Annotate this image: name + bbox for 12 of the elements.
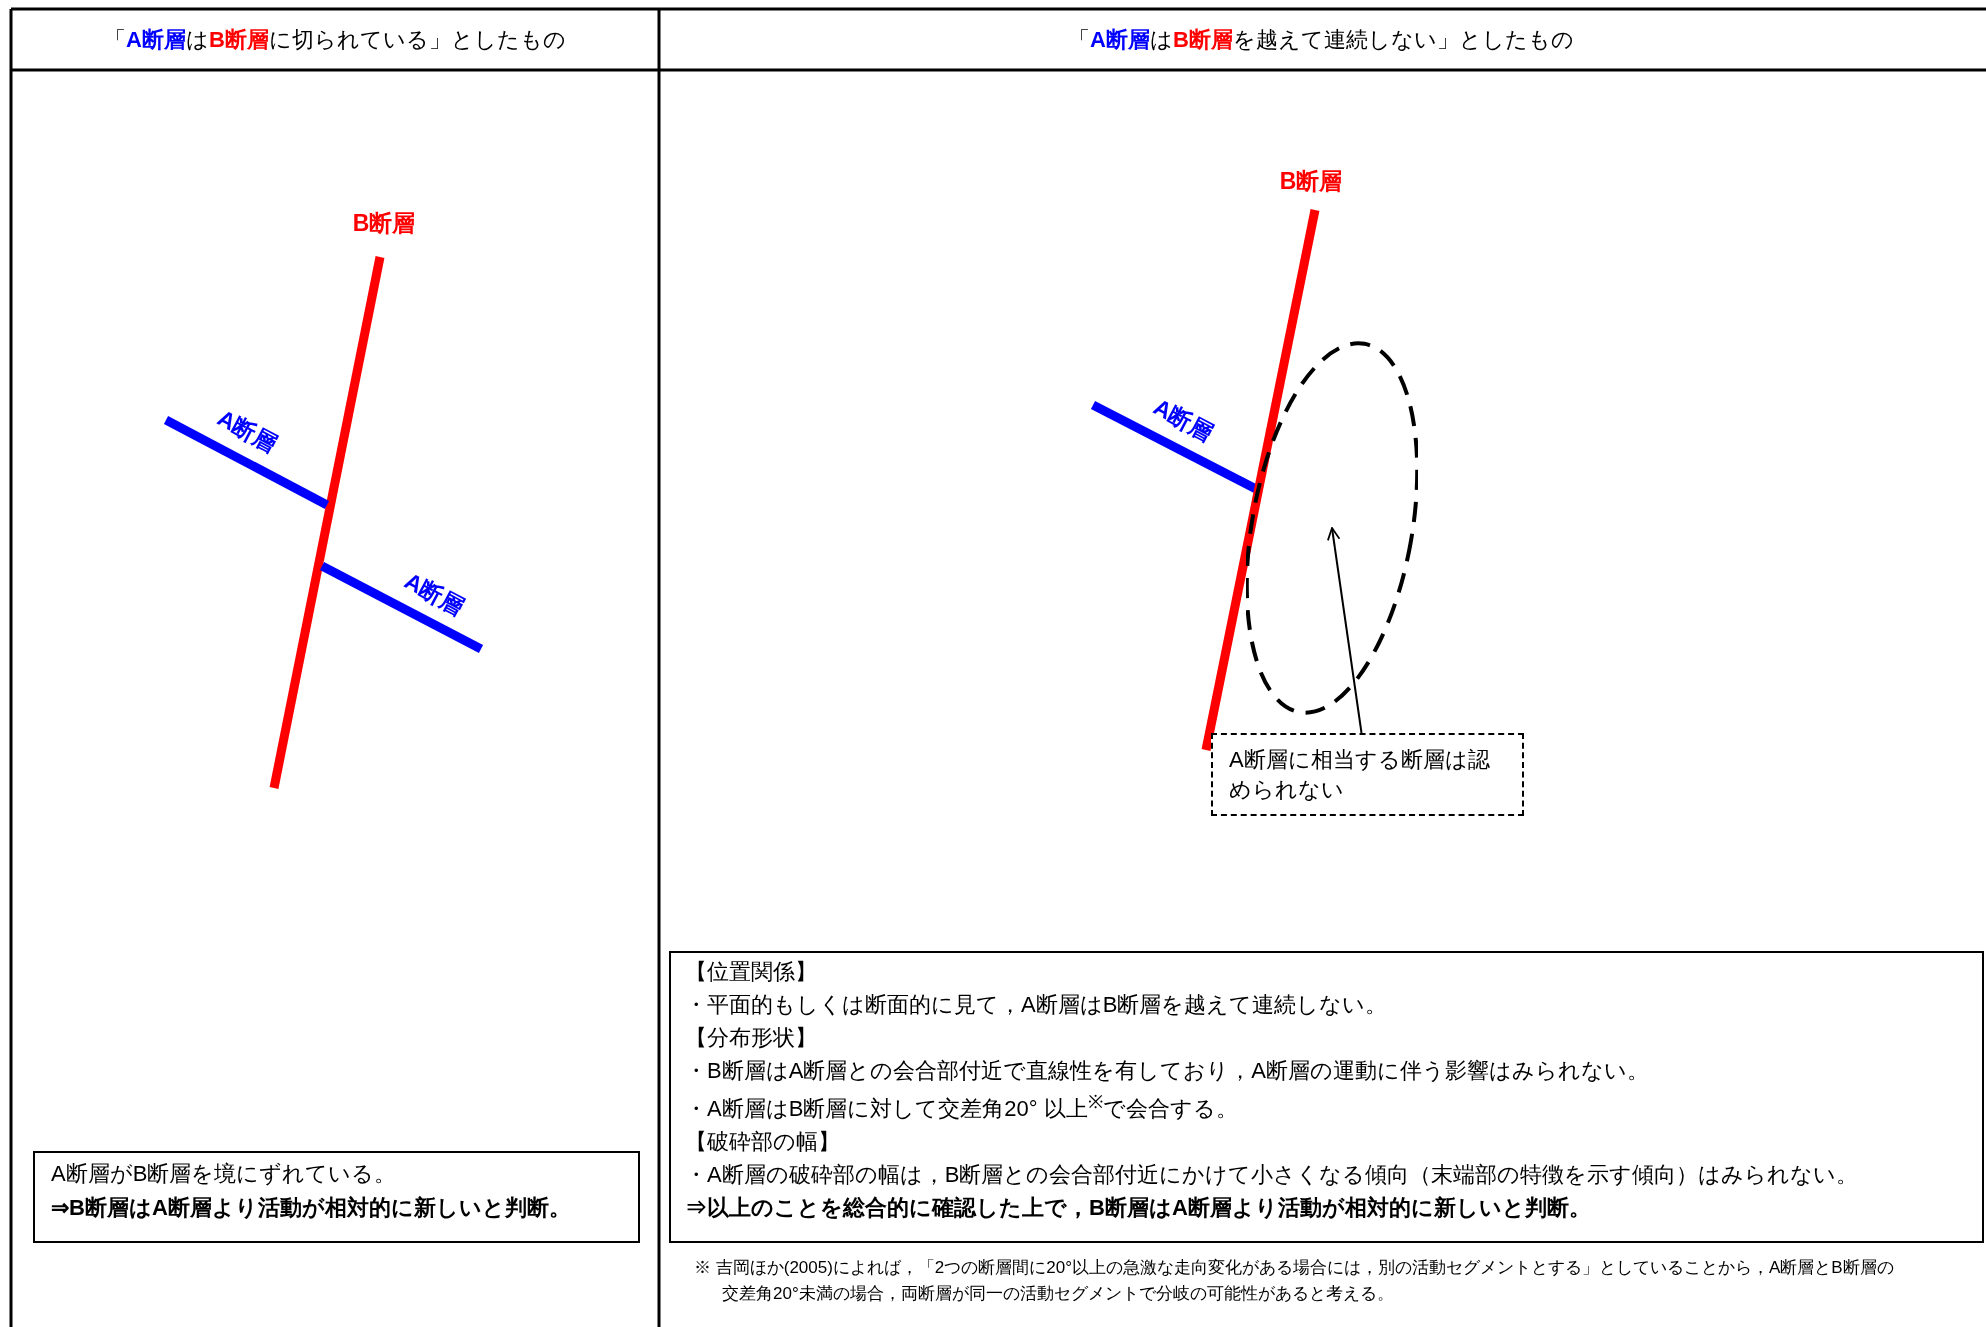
fault-label: A断層 xyxy=(1148,392,1218,448)
fault-label: A断層 xyxy=(399,566,469,622)
footnote: ※ 吉岡ほか(2005)によれば，「2つの断層間に20°以上の急激な走向変化がある場合には，別の活動セグメントとする」としていることから，A断層とB断層の交差角20°未満の場合，両断層が同一の活動セグメントで分岐の可能性があると考える。 xyxy=(694,1257,1894,1305)
explanation-box: 【位置関係】 ・平面的もしくは断面的に見て，A断層はB断層を越えて連続しない。 【分布形状】 ・B断層はA断層との会合部付近で直線性を有しており，A断層の運動に伴う影響はみられない。 ・A断層はB断層に対して交差角20° 以上$^{※}$で会合する。 【破砕部の幅】 ・A断層の破砕部の幅は，B断層との会合部付近にかけて小さくなる傾向（末端部の特徴を示す傾向）はみられない。 ⇒以上のことを総合的に確認した上で，B断層はA断層より活動が相対的に新しいと判断。 xyxy=(669,951,1984,1243)
column-heading: 「A断層はB断層に切られている」としたもの xyxy=(104,26,566,54)
column-heading: 「A断層はB断層を越えて連続しない」としたもの xyxy=(1068,26,1574,54)
fault-label: B断層 xyxy=(1279,166,1343,196)
leader-arrow xyxy=(1327,527,1363,734)
callout-box: A断層に相当する断層は認められない xyxy=(1211,733,1524,816)
conclusion-box: A断層がB断層を境にずれている。 ⇒B断層はA断層より活動が相対的に新しいと判断。 xyxy=(33,1151,640,1243)
fault-label: B断層 xyxy=(352,208,416,238)
fault-label: A断層 xyxy=(212,403,282,459)
